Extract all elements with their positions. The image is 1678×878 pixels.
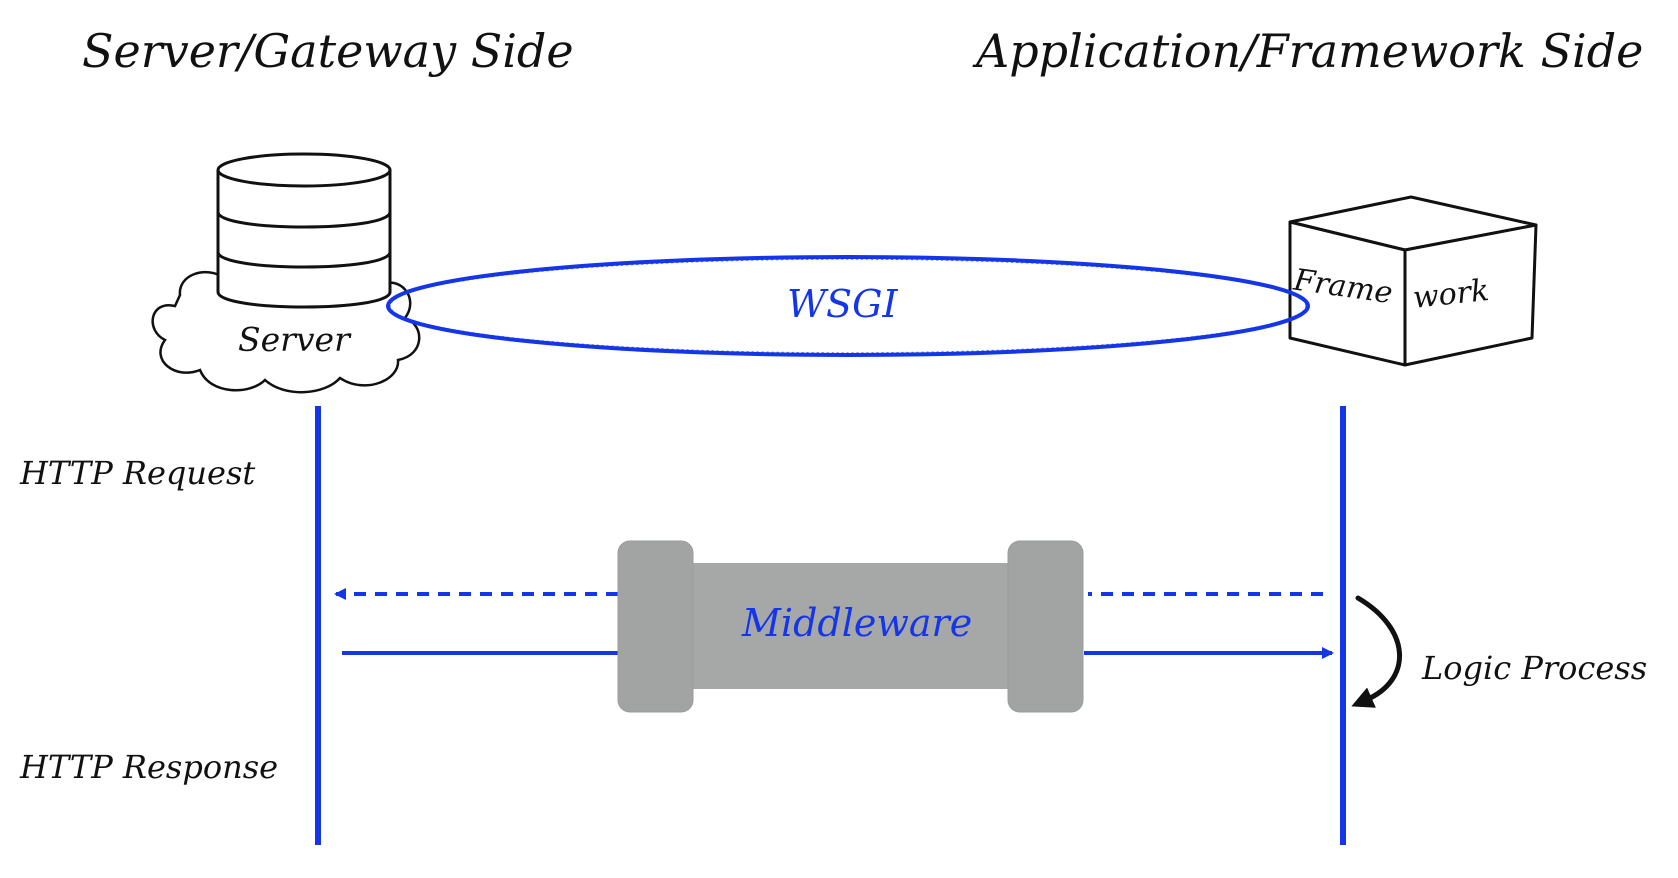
framework-label-side: work	[1411, 273, 1491, 316]
heading-server-gateway-side: Server/Gateway Side	[82, 24, 574, 78]
pipe-icon	[617, 540, 1084, 713]
http-request-label: HTTP Request	[19, 454, 255, 492]
cube-box-icon	[1288, 195, 1538, 367]
wsgi-ellipse	[386, 255, 1310, 357]
middleware-label: Middleware	[741, 601, 972, 645]
server-label: Server	[238, 320, 352, 359]
http-response-label: HTTP Response	[19, 748, 278, 786]
curved-arrow-icon	[1351, 595, 1403, 708]
wsgi-ellipse-texture	[389, 258, 1307, 354]
heading-application-framework-side: Application/Framework Side	[972, 24, 1643, 78]
wsgi-label: WSGI	[787, 282, 898, 326]
logic-process-label: Logic Process	[1421, 649, 1647, 687]
database-cloud-icon	[151, 152, 421, 394]
